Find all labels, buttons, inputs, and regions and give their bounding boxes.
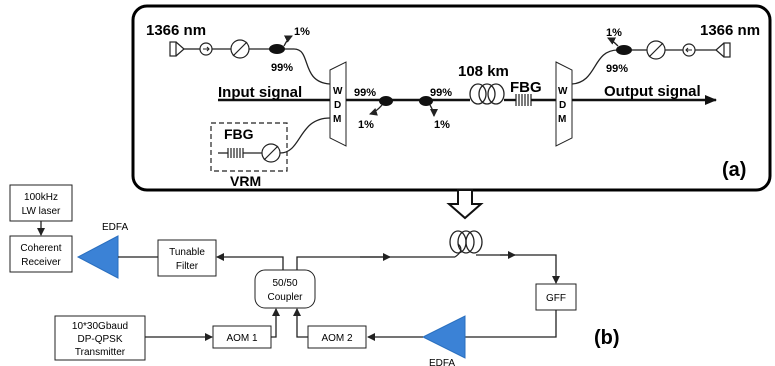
aom1-label: AOM 1 xyxy=(226,333,258,344)
vrm-fbg-grating-icon xyxy=(218,148,262,158)
transmitter-box: 10*30Gbaud DP-QPSK Transmitter xyxy=(54,315,146,361)
edfa-bottom-amplifier xyxy=(421,315,466,359)
tunable-filter-line1: Tunable xyxy=(169,247,205,258)
panel-a: 1366 nm 1% 99% xyxy=(131,4,772,192)
left-tap-coupler-icon xyxy=(269,44,285,54)
left-isolator-icon xyxy=(199,42,213,56)
tap-coupler-2-icon xyxy=(419,96,433,106)
aom2-label: AOM 2 xyxy=(321,333,353,344)
output-wdm-letter-d: D xyxy=(559,100,566,111)
output-wdm-letter-w: W xyxy=(558,86,568,97)
transmitter-line2: DP-QPSK xyxy=(77,334,122,345)
right-isolator-icon xyxy=(682,43,696,57)
aom1-box: AOM 1 xyxy=(212,325,272,349)
coherent-receiver-line2: Receiver xyxy=(21,257,61,268)
right-attenuator-icon xyxy=(646,40,666,60)
transmitter-line3: Transmitter xyxy=(75,347,126,358)
coupler1-99pct: 99% xyxy=(354,87,376,99)
left-attenuator-icon xyxy=(230,39,250,59)
lw-laser-line2: LW laser xyxy=(22,206,61,217)
coupler2-1pct: 1% xyxy=(434,119,450,131)
right-tap-99pct: 99% xyxy=(606,63,628,75)
panel-a-label: (a) xyxy=(722,159,746,181)
left-pump-chain: 1366 nm 1% 99% xyxy=(146,22,331,85)
panel-b: 100kHz LW laser Coherent Receiver EDFA T… xyxy=(9,184,620,366)
input-wdm-letter-w: W xyxy=(333,86,343,97)
fiber-length-label: 108 km xyxy=(458,63,509,80)
vrm-attenuator-icon xyxy=(261,143,281,163)
input-wdm-letter-d: D xyxy=(334,100,341,111)
lw-laser-line1: 100kHz xyxy=(24,192,58,203)
tunable-filter-line2: Filter xyxy=(176,261,199,272)
fbg-label: FBG xyxy=(510,79,542,96)
coherent-receiver-line1: Coherent xyxy=(20,243,61,254)
input-wdm-letter-m: M xyxy=(333,114,341,125)
lw-laser-box: 100kHz LW laser xyxy=(9,184,73,222)
left-tap-99pct: 99% xyxy=(271,62,293,74)
tunable-filter-box: Tunable Filter xyxy=(157,239,217,277)
vrm-fbg-label: FBG xyxy=(224,126,254,142)
vrm-label: VRM xyxy=(230,173,261,189)
right-wavelength-label: 1366 nm xyxy=(700,22,760,39)
coupler-line1: 50/50 xyxy=(272,278,297,289)
coupler-box: 50/50 Coupler xyxy=(254,269,316,309)
gff-box: GFF xyxy=(535,283,577,311)
coherent-receiver-box: Coherent Receiver xyxy=(9,235,73,273)
loop-fiber-spool-icon xyxy=(449,230,483,258)
left-wavelength-label: 1366 nm xyxy=(146,22,206,39)
right-tap-1pct: 1% xyxy=(606,27,622,39)
panel-a-border xyxy=(131,4,772,192)
transmitter-line1: 10*30Gbaud xyxy=(72,321,128,332)
coupler1-1pct: 1% xyxy=(358,119,374,131)
edfa-top-amplifier xyxy=(76,235,119,279)
coupler-line2: Coupler xyxy=(267,292,303,303)
panel-link-arrow xyxy=(446,189,484,220)
input-signal-label: Input signal xyxy=(218,84,302,101)
panel-b-label: (b) xyxy=(594,327,620,349)
gff-label: GFF xyxy=(546,293,566,304)
output-signal-label: Output signal xyxy=(604,83,701,100)
vrm-block: FBG VRM xyxy=(210,117,331,189)
output-wdm-letter-m: M xyxy=(558,114,566,125)
left-pump-laser-icon xyxy=(169,41,185,57)
fiber-spool-icon xyxy=(469,83,505,105)
aom2-box: AOM 2 xyxy=(307,325,367,349)
edfa-top-label: EDFA xyxy=(102,222,128,233)
edfa-bottom-label: EDFA xyxy=(429,358,455,366)
output-wdm: W D M xyxy=(555,61,573,147)
input-wdm: W D M xyxy=(329,61,347,147)
right-tap-coupler-icon xyxy=(616,45,632,55)
tap-coupler-1-icon xyxy=(379,96,393,106)
fbg-grating-icon xyxy=(515,94,532,106)
right-pump-laser-icon xyxy=(715,42,731,58)
right-pump-chain: 1% 99% 1366 nm xyxy=(571,22,760,85)
coupler2-99pct: 99% xyxy=(430,87,452,99)
left-tap-1pct: 1% xyxy=(294,26,310,38)
